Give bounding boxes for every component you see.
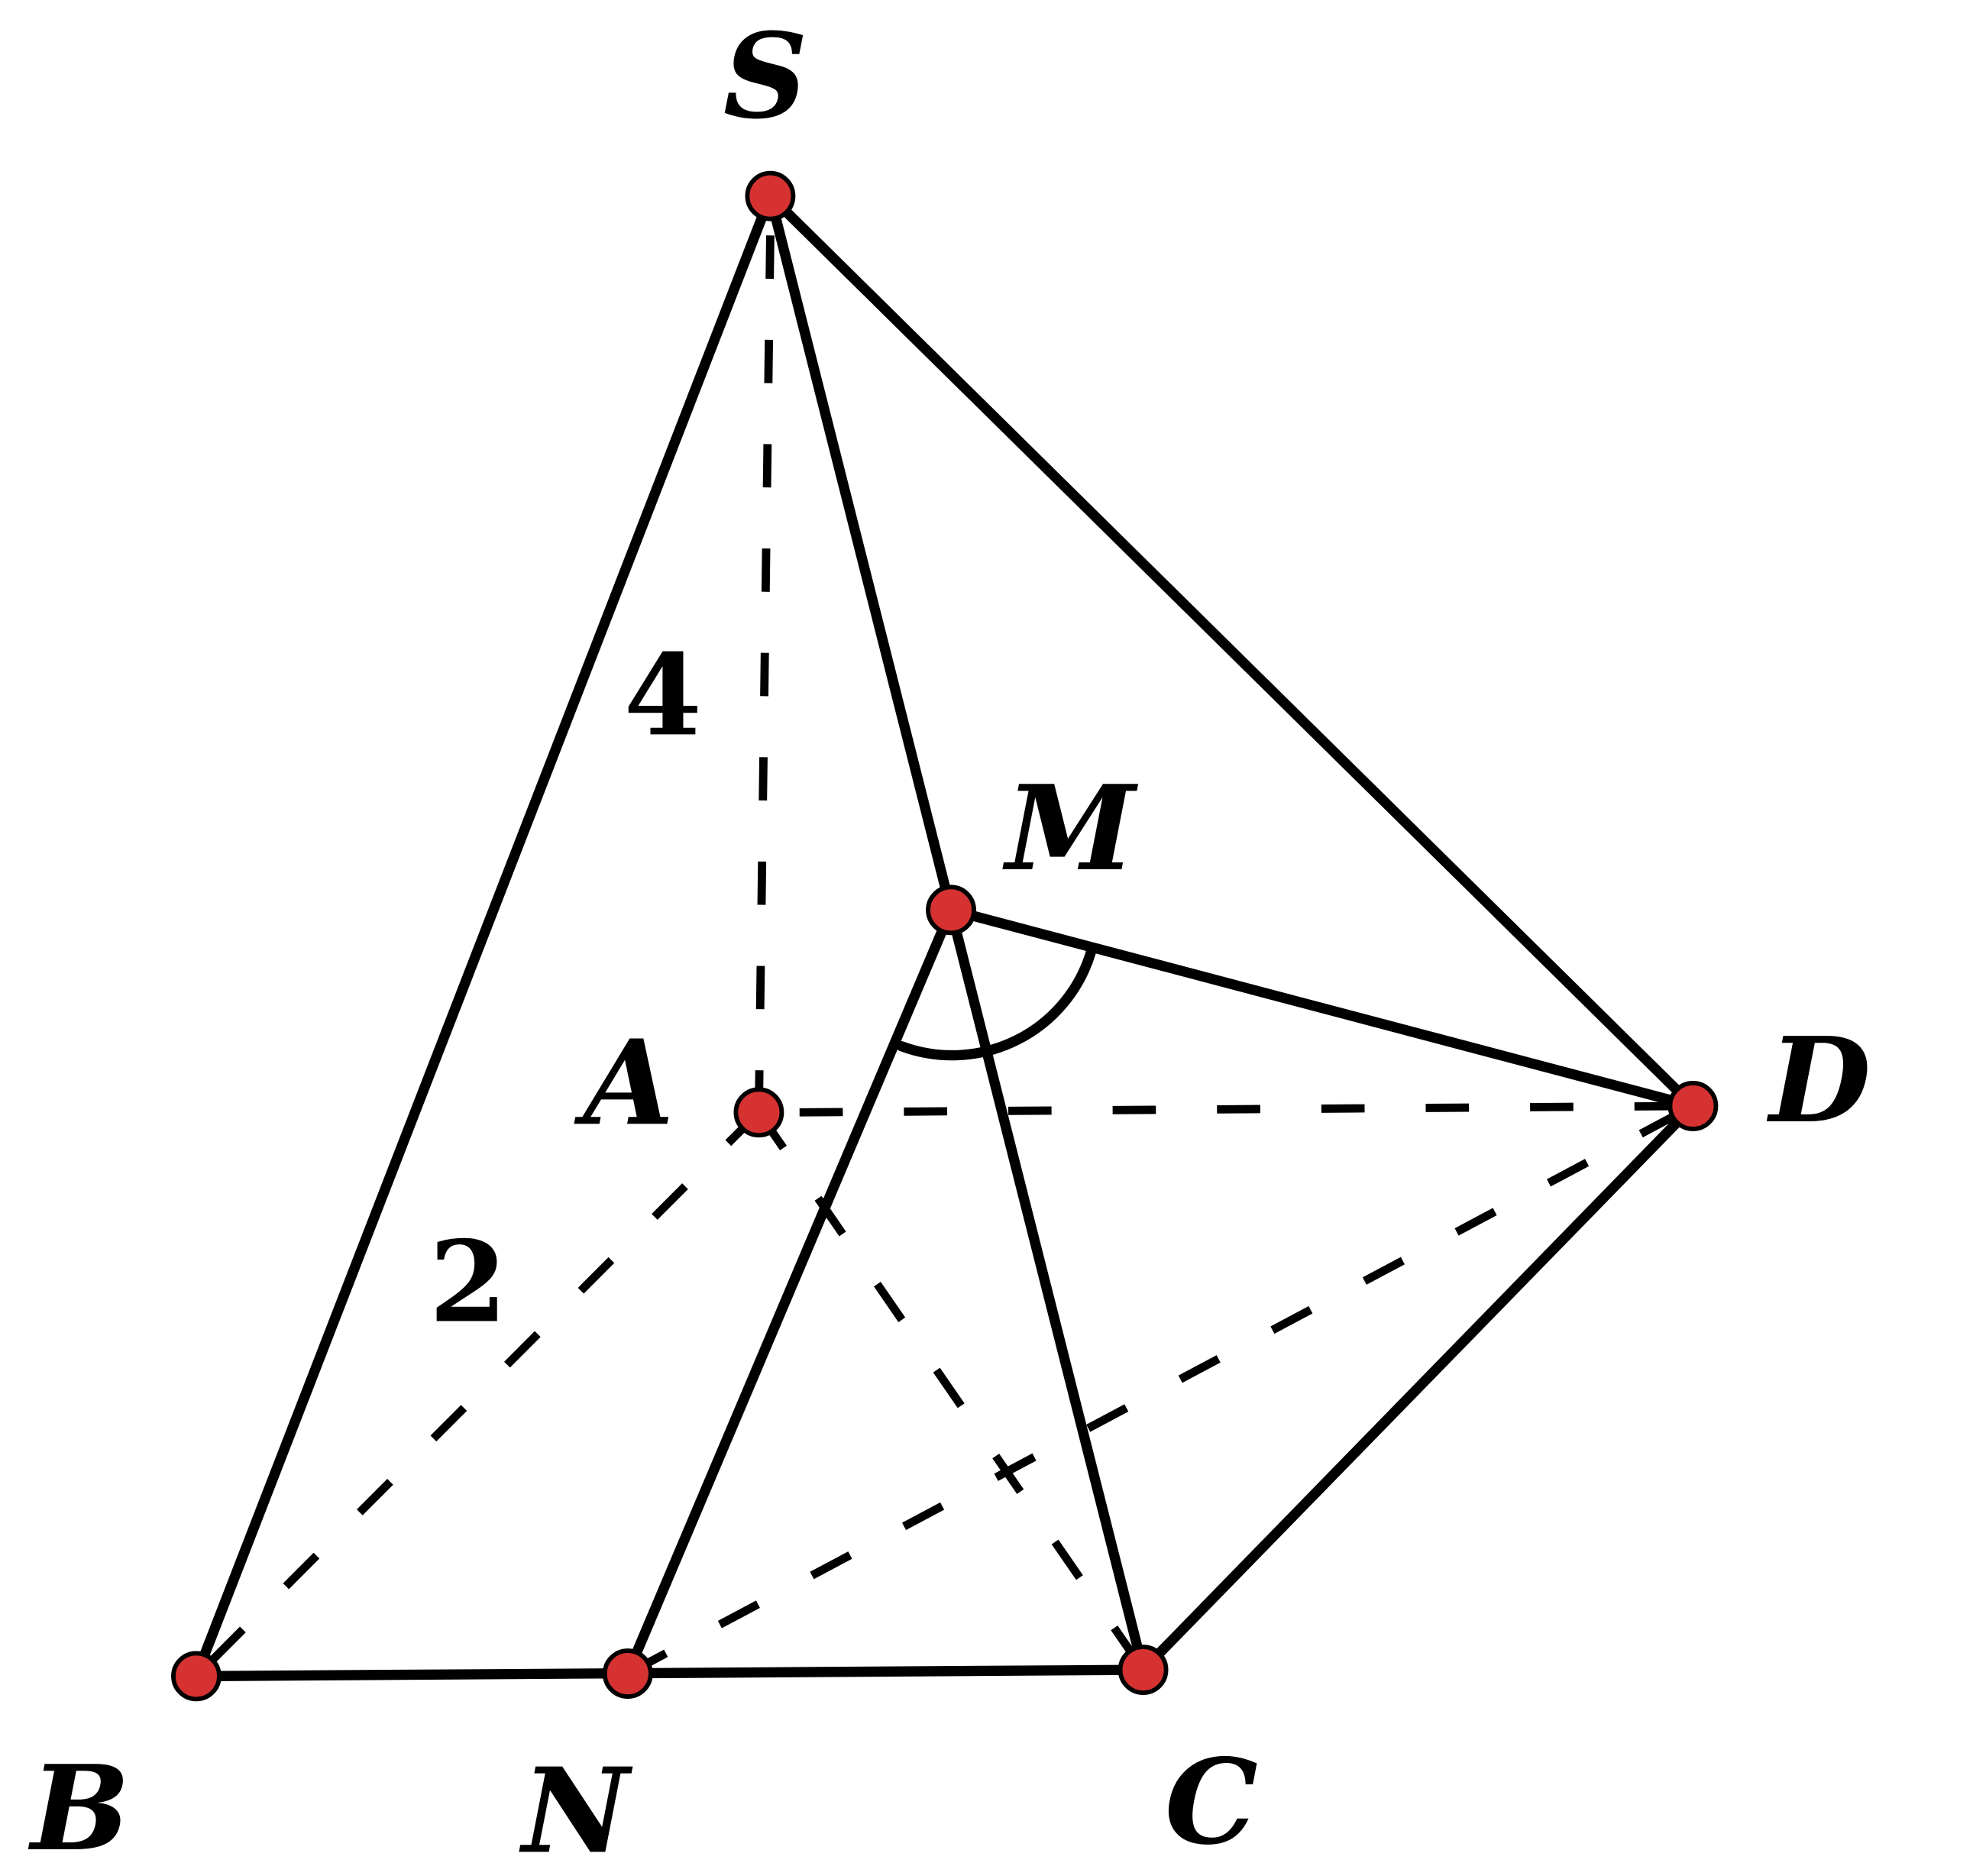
point-S: [745, 170, 796, 222]
label-M: M: [1002, 760, 1139, 898]
label-D: D: [1766, 1012, 1871, 1150]
label-A: A: [574, 1014, 674, 1152]
label-length-SA: 4: [624, 629, 702, 761]
edge-SB: [191, 190, 776, 1682]
edge-AB: [193, 1109, 762, 1680]
edge-SA: [755, 235, 775, 1113]
edge-BC: [191, 1664, 1149, 1682]
label-S: S: [723, 8, 808, 145]
segment-MN: [623, 904, 956, 1679]
label-C: C: [1165, 1734, 1258, 1871]
angle-arc-NMD: [896, 946, 1096, 1061]
edge-AC: [755, 1110, 1147, 1673]
edge-CD: [1137, 1101, 1699, 1675]
label-length-AB: 2: [429, 1216, 507, 1348]
point-N: [602, 1648, 653, 1699]
label-B: B: [27, 1740, 130, 1876]
segment-ND: [626, 1102, 1695, 1677]
point-M: [926, 885, 976, 936]
label-N: N: [519, 1742, 633, 1876]
edge-SD: [765, 190, 1699, 1111]
point-B: [171, 1651, 222, 1702]
point-D: [1667, 1081, 1719, 1131]
edge-AD: [799, 1101, 1693, 1117]
point-A: [733, 1087, 784, 1138]
segment-MD: [946, 904, 1699, 1111]
point-C: [1118, 1645, 1169, 1695]
